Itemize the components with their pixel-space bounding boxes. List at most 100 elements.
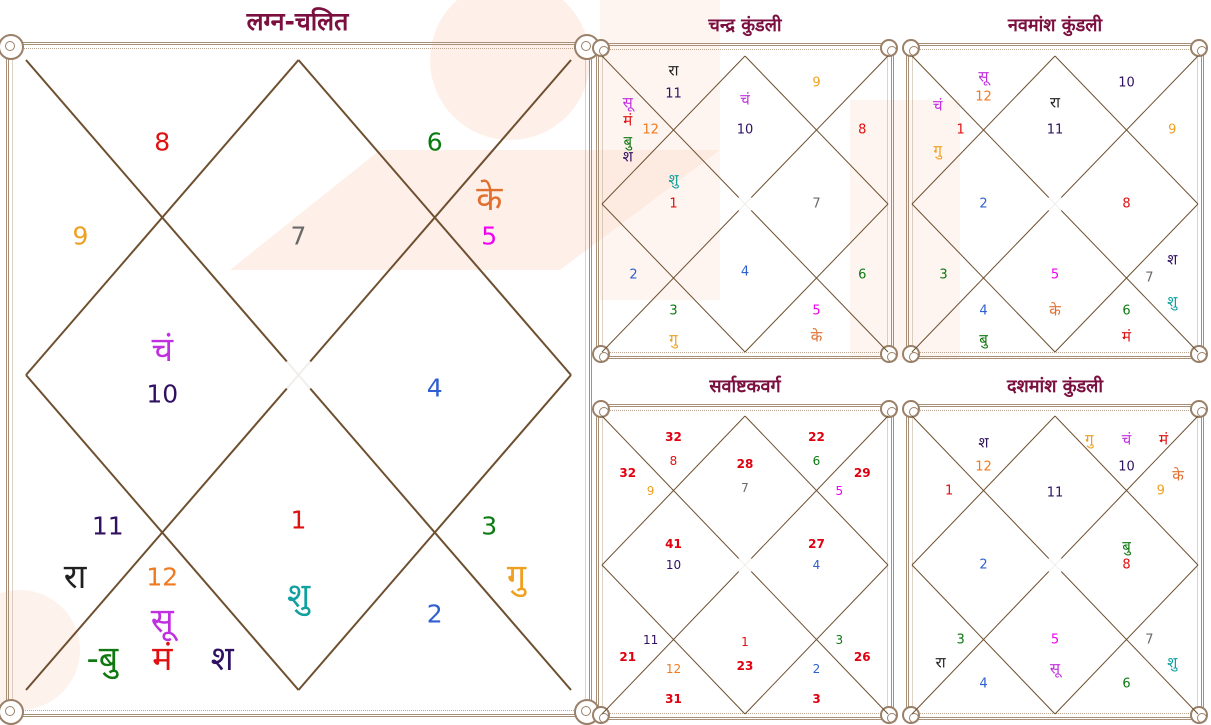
house-number: 3 — [812, 693, 820, 705]
center-glow — [736, 195, 754, 213]
planet-label: बु — [1122, 540, 1131, 555]
center-glow — [1046, 195, 1064, 213]
center-glow — [281, 357, 317, 393]
house-number: 7 — [812, 198, 820, 211]
house-number: 12 — [666, 663, 681, 675]
planet-label: शु — [287, 579, 310, 613]
house-number: 8 — [670, 455, 678, 467]
house-number: 9 — [1157, 484, 1165, 497]
planet-label: के — [1172, 468, 1184, 483]
house-number: 1 — [291, 507, 307, 532]
planet-label: -बु — [86, 642, 118, 676]
chart-navamsha-kundali: नवमांश कुंडली सू12रा10चं1119गु28श357शु4क… — [902, 0, 1208, 362]
house-number: 7 — [1145, 633, 1153, 646]
house-number: 11 — [92, 514, 124, 539]
house-number: 11 — [1047, 487, 1064, 500]
house-number: 12 — [975, 460, 992, 473]
chart-dashamsha-kundali: दशमांश कुंडली शगुचंमं1210के1119बु82357रा… — [902, 362, 1208, 722]
planet-label: चं — [933, 99, 943, 114]
house-number: 5 — [812, 304, 820, 317]
planet-label: के — [1049, 303, 1061, 318]
planet-label: चं — [151, 333, 173, 367]
planet-label: रा — [936, 656, 946, 671]
house-number: 26 — [854, 651, 871, 663]
house-number: 9 — [647, 485, 655, 497]
planet-label: चं — [1122, 432, 1132, 447]
planet-label: चं — [740, 93, 750, 108]
chart-lagna-chalit: लग्न-चलित 86975केचं1041113रा12शुगुसू2-बु… — [0, 0, 595, 722]
house-number: 2 — [629, 269, 637, 282]
house-number: 2 — [979, 198, 987, 211]
house-number: 4 — [979, 304, 987, 317]
house-number: 4 — [427, 375, 443, 400]
planet-label: गु — [934, 143, 942, 158]
planet-label: रा — [668, 63, 678, 78]
house-number: 12 — [146, 564, 178, 589]
planet-label: मं — [1122, 330, 1131, 345]
planet-label: गु — [507, 560, 526, 594]
house-number: 2 — [979, 559, 987, 572]
house-number: 10 — [1118, 460, 1135, 473]
house-number: 23 — [737, 660, 754, 672]
house-number: 41 — [665, 538, 682, 550]
house-number: 9 — [1168, 124, 1176, 137]
house-number: 7 — [1145, 272, 1153, 285]
planet-label: श — [211, 642, 234, 676]
kundali-grid — [592, 0, 898, 362]
house-number: 6 — [858, 269, 866, 282]
house-number: 2 — [427, 602, 443, 627]
house-number: 1 — [741, 636, 749, 648]
house-number: 11 — [643, 634, 658, 646]
planet-label: गु — [669, 333, 677, 348]
planet-label: सू — [1050, 662, 1060, 677]
planet-label: सू — [151, 604, 174, 638]
house-number: 31 — [665, 693, 682, 705]
house-number: 32 — [665, 431, 682, 443]
house-number: 9 — [812, 76, 820, 89]
house-number: 8 — [1122, 559, 1130, 572]
house-number: 5 — [1051, 269, 1059, 282]
chart-sarvashtakavarga: सर्वाष्टकवर्ग 32228286322979541271041113… — [592, 362, 898, 722]
planet-label: के — [811, 330, 823, 345]
house-number: 10 — [1118, 76, 1135, 89]
house-number: 8 — [858, 124, 866, 137]
house-number: 3 — [481, 514, 497, 539]
house-number: 6 — [427, 129, 443, 154]
house-number: 9 — [73, 224, 89, 249]
house-number: 21 — [619, 651, 636, 663]
house-number: 7 — [741, 482, 749, 494]
house-number: 22 — [808, 431, 825, 443]
planet-label: श — [1167, 253, 1177, 268]
planet-label: श — [978, 435, 988, 450]
planet-label: शु — [1167, 656, 1177, 671]
house-number: 12 — [642, 124, 659, 137]
house-number: 27 — [808, 538, 825, 550]
house-number: 5 — [481, 224, 497, 249]
house-number: 10 — [737, 124, 754, 137]
house-number: 10 — [146, 381, 178, 406]
house-number: 6 — [1122, 678, 1130, 691]
planet-label: सू — [978, 69, 988, 84]
planet-label: गु — [1085, 432, 1093, 447]
house-number: 6 — [813, 455, 821, 467]
house-number: 10 — [666, 559, 681, 571]
planet-label: के — [476, 182, 502, 216]
house-number: 2 — [813, 663, 821, 675]
house-number: 29 — [854, 467, 871, 479]
house-number: 7 — [291, 224, 307, 249]
planet-label: सू — [623, 96, 633, 111]
center-glow — [736, 556, 754, 574]
planet-label: शु — [668, 173, 678, 188]
planet-label: रा — [1050, 96, 1060, 111]
center-glow — [1046, 556, 1064, 574]
house-number: 1 — [669, 198, 677, 211]
house-number: 5 — [1051, 633, 1059, 646]
house-number: 8 — [154, 129, 170, 154]
house-number: 3 — [956, 633, 964, 646]
house-number: 6 — [1122, 304, 1130, 317]
planet-label: रा — [64, 560, 87, 594]
house-number: 5 — [836, 485, 844, 497]
planet-label: मं — [1159, 432, 1168, 447]
house-number: 4 — [979, 678, 987, 691]
